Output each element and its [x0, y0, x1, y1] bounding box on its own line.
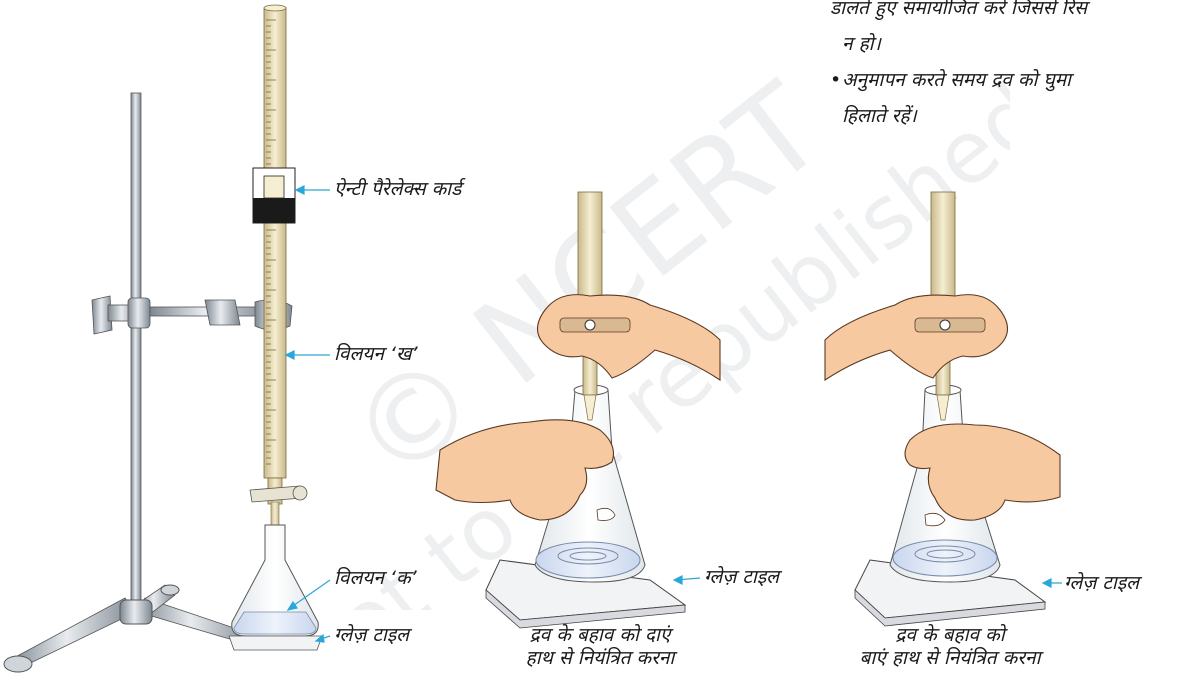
instruction-notes: डालते हुए समायोजित करें जिससे रिस न हो। … — [830, 0, 1181, 134]
note-2-line-1: •अनुमापन करते समय द्रव को घुमा — [830, 62, 1181, 98]
label-anti-parallax-card: ऐन्टी पैरेलेक्स कार्ड — [334, 178, 461, 201]
caption-left-hand: द्रव के बहाव को बाएं हाथ से नियंत्रित कर… — [800, 624, 1100, 670]
glazed-tile-left — [229, 636, 322, 650]
note-2-line-2: हिलाते रहें। — [830, 98, 1181, 134]
right-hand-upper — [538, 295, 721, 380]
titration-left-hand — [825, 192, 1060, 626]
label-glazed-tile-left: ग्लेज़ टाइल — [334, 624, 409, 647]
foot-pad — [161, 585, 179, 595]
retort-stand — [4, 93, 260, 672]
stand-rod — [131, 93, 141, 613]
burette-clamp — [92, 296, 292, 334]
conical-flask-left — [229, 525, 322, 650]
caption-left-hand-line1: द्रव के बहाव को — [800, 624, 1100, 647]
titration-right-hand — [436, 192, 720, 628]
note-1-line-1: डालते हुए समायोजित करें जिससे रिस — [830, 0, 1181, 26]
burette-tube — [264, 8, 286, 478]
foot-pad — [4, 656, 32, 672]
label-solution-b: विलयन ‘ख’ — [334, 343, 418, 366]
note-2-text: अनुमापन करते समय द्रव को घुमा — [842, 69, 1071, 91]
left-hand-upper — [825, 295, 1008, 380]
stand-foot-left — [10, 598, 136, 668]
burette — [250, 5, 307, 545]
solution-a-liquid — [234, 612, 316, 634]
label-glazed-tile-right: ग्लेज़ टाइल — [1064, 572, 1139, 595]
caption-right-hand: द्रव के बहाव को दाएं हाथ से नियंत्रित कर… — [480, 624, 720, 670]
label-glazed-tile-middle: ग्लेज़ टाइल — [704, 566, 779, 589]
caption-right-hand-line2: हाथ से नियंत्रित करना — [480, 647, 720, 670]
caption-left-hand-line2: बाएं हाथ से नियंत्रित करना — [800, 647, 1100, 670]
caption-right-hand-line1: द्रव के बहाव को दाएं — [480, 624, 720, 647]
label-solution-a: विलयन ‘क’ — [334, 567, 417, 590]
bullet-icon: • — [830, 62, 842, 98]
stand-hub — [120, 600, 152, 624]
note-1-line-2: न हो। — [830, 26, 1181, 62]
